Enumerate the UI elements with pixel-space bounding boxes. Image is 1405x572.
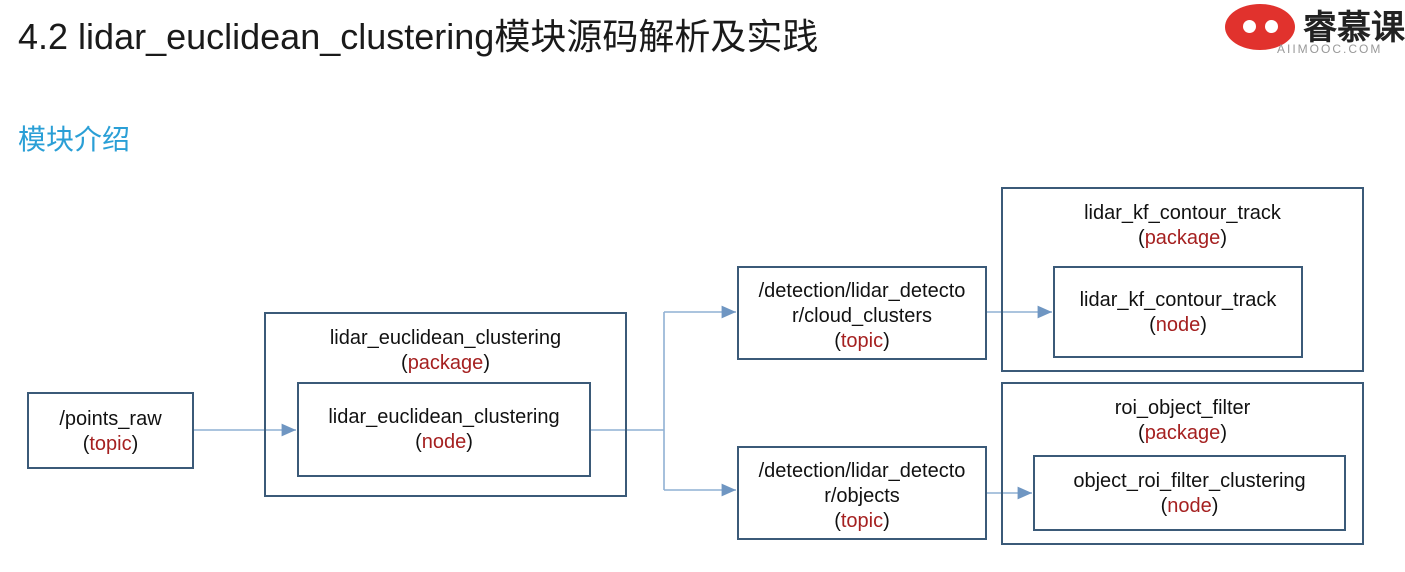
objects-line1: /detection/lidar_detecto <box>758 460 966 482</box>
cloud-clusters-line2: r/cloud_clusters <box>791 305 933 327</box>
objects-line2: r/objects <box>824 485 900 507</box>
roi-node-box: object_roi_filter_clustering (node) <box>1033 455 1346 531</box>
logo-text: 睿慕课 <box>1303 9 1405 47</box>
kf-node-label: lidar_kf_contour_track <box>1079 289 1277 311</box>
roi-package-box: roi_object_filter (package) <box>1001 382 1364 545</box>
logo-mascot-icon <box>1225 4 1295 50</box>
kf-package-box: lidar_kf_contour_track (package) <box>1001 187 1364 372</box>
euclidean-package-kind: package <box>407 352 484 374</box>
points-raw-topic-box: /points_raw (topic) <box>27 392 194 469</box>
cloud-clusters-line1: /detection/lidar_detecto <box>758 280 966 302</box>
euclidean-node-label: lidar_euclidean_clustering <box>328 406 560 428</box>
kf-node-kind: node <box>1155 314 1201 336</box>
brand-logo: 睿慕课 AIIMOOC.COM <box>1215 0 1405 62</box>
kf-package-kind: package <box>1144 227 1221 249</box>
kf-node-box: lidar_kf_contour_track (node) <box>1053 266 1303 358</box>
roi-package-label: roi_object_filter <box>1114 397 1251 419</box>
euclidean-node-box: lidar_euclidean_clustering (node) <box>297 382 591 477</box>
logo-subtext: AIIMOOC.COM <box>1277 42 1383 56</box>
objects-kind: topic <box>840 510 884 532</box>
cloud-clusters-topic-box: /detection/lidar_detecto r/cloud_cluster… <box>737 266 987 360</box>
page-title: 4.2 lidar_euclidean_clustering模块源码解析及实践 <box>18 16 819 57</box>
euclidean-package-box: lidar_euclidean_clustering (package) <box>264 312 627 497</box>
euclidean-node-kind: node <box>421 431 467 453</box>
cloud-clusters-kind: topic <box>840 330 884 352</box>
kf-package-label: lidar_kf_contour_track <box>1084 202 1281 224</box>
section-subtitle: 模块介绍 <box>18 124 131 155</box>
roi-package-kind: package <box>1144 422 1221 444</box>
objects-topic-box: /detection/lidar_detecto r/objects (topi… <box>737 446 987 540</box>
points-raw-kind: topic <box>89 433 132 455</box>
euclidean-package-label: lidar_euclidean_clustering <box>329 327 562 349</box>
roi-node-label: object_roi_filter_clustering <box>1073 470 1306 492</box>
points-raw-label: /points_raw <box>59 408 162 430</box>
roi-node-kind: node <box>1167 495 1212 517</box>
